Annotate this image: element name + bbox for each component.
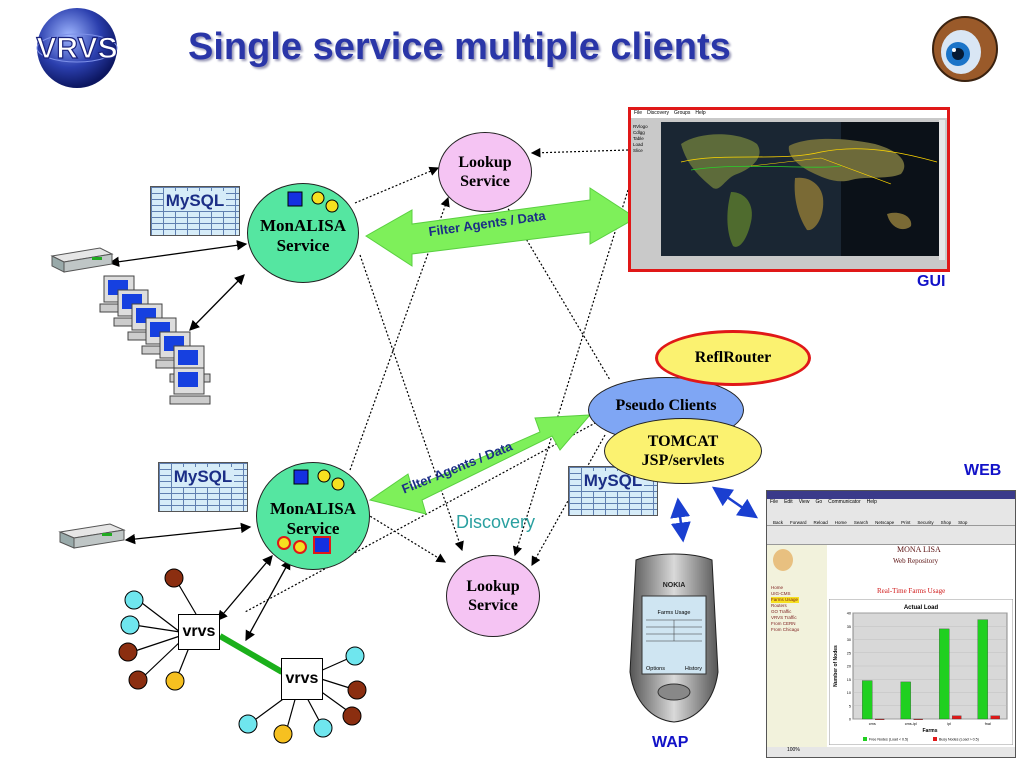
discovery-label: Discovery [456, 512, 536, 532]
vrvs-node-right[interactable]: vrvs [281, 658, 323, 700]
web-label: WEB [964, 462, 1002, 479]
dotted-link [354, 166, 440, 204]
phone-softkey-left: Options [646, 666, 665, 672]
reflrouter[interactable]: ReflRouter [655, 330, 811, 386]
web-chart-title: Real-Time Farms Usage [877, 587, 946, 595]
mysql-label: MySQL [171, 467, 235, 487]
y-tick-label: 0 [849, 718, 851, 722]
bar-cms-1 [875, 718, 885, 720]
dotted-link [359, 509, 447, 563]
vrvs-link [218, 633, 284, 675]
legend-swatch [863, 737, 867, 741]
y-tick-label: 30 [847, 638, 851, 642]
web-title: MONA LISA [897, 545, 941, 554]
y-tick-label: 40 [847, 612, 851, 616]
vrvs-logo: VRVS [36, 8, 118, 88]
y-tick-label: 35 [847, 625, 851, 629]
monalisa-subtitle: Service [286, 519, 340, 538]
dotted-link [530, 147, 629, 158]
server-icon-top [50, 247, 114, 273]
bar-ipl-0 [939, 628, 950, 720]
y-tick-label: 10 [847, 691, 851, 695]
eye-globe-icon [932, 16, 998, 82]
y-tick-label: 25 [847, 651, 851, 655]
phone-brand: NOKIA [663, 582, 686, 589]
y-tick-label: 5 [849, 704, 851, 708]
mysql-db-top: MySQL [150, 186, 240, 236]
mysql-label: MySQL [581, 471, 645, 491]
y-axis-label: Number of Nodes [833, 645, 839, 687]
vrvs-agent-icons [277, 536, 331, 554]
y-tick-label: 15 [847, 678, 851, 682]
dotted-link [359, 254, 464, 552]
logo-text: VRVS [36, 32, 117, 65]
page-title: Single service multiple clients [188, 26, 731, 68]
dotted-link [244, 414, 611, 613]
x-tick-label: cms [869, 722, 876, 726]
gui-label: GUI [917, 273, 946, 290]
chart-title: Actual Load [904, 605, 939, 611]
world-map [661, 122, 941, 256]
bar-fnal-1 [990, 715, 1000, 720]
agent-icons-top [287, 191, 339, 213]
web-status-bar: 100% [767, 747, 1015, 757]
x-tick-label: cms-ipl [905, 722, 917, 726]
server-icon-bottom [58, 523, 126, 549]
web-subtitle: Web Repository [893, 557, 939, 565]
phone-softkey-right: History [685, 666, 702, 672]
bar-cms-ipl-0 [900, 681, 911, 720]
x-tick-label: fnal [985, 722, 991, 726]
y-tick-label: 20 [847, 665, 851, 669]
monalisa-title: MonALISA [270, 498, 356, 518]
wap-phone[interactable]: NOKIA Farms Usage Options History [626, 552, 722, 724]
computer-stack-icon [99, 275, 211, 405]
dotted-link [531, 434, 606, 567]
legend-swatch [933, 737, 937, 741]
x-axis-label: Farms [922, 728, 937, 734]
bar-fnal-0 [977, 619, 988, 720]
bar-cms-ipl-1 [913, 718, 923, 720]
monalisa-title: MonALISA [260, 215, 346, 235]
legend-entry: Free Nodes (Load < 0.5) [869, 738, 908, 742]
legend-entry: Busy Nodes (Load > 0.5) [939, 738, 979, 742]
mysql-db-bottom: MySQL [158, 462, 248, 512]
monalisa-subtitle: Service [276, 236, 330, 255]
wap-label: WAP [652, 734, 689, 751]
vrvs-node-left[interactable]: vrvs [178, 614, 220, 650]
phone-screen-title: Farms Usage [657, 610, 690, 616]
mona-lisa-image [773, 549, 793, 571]
x-tick-label: ipl [947, 722, 951, 726]
farms-usage-chart: Actual Load 0 5 10 15 20 25 30 35 40 cms cms-ipl ipl… [829, 599, 1013, 745]
gui-scrollbar[interactable] [939, 120, 945, 260]
bar-cms-0 [862, 680, 873, 720]
bar-ipl-1 [952, 715, 962, 720]
agent-icons-bottom [293, 469, 345, 491]
mysql-label: MySQL [163, 191, 227, 211]
